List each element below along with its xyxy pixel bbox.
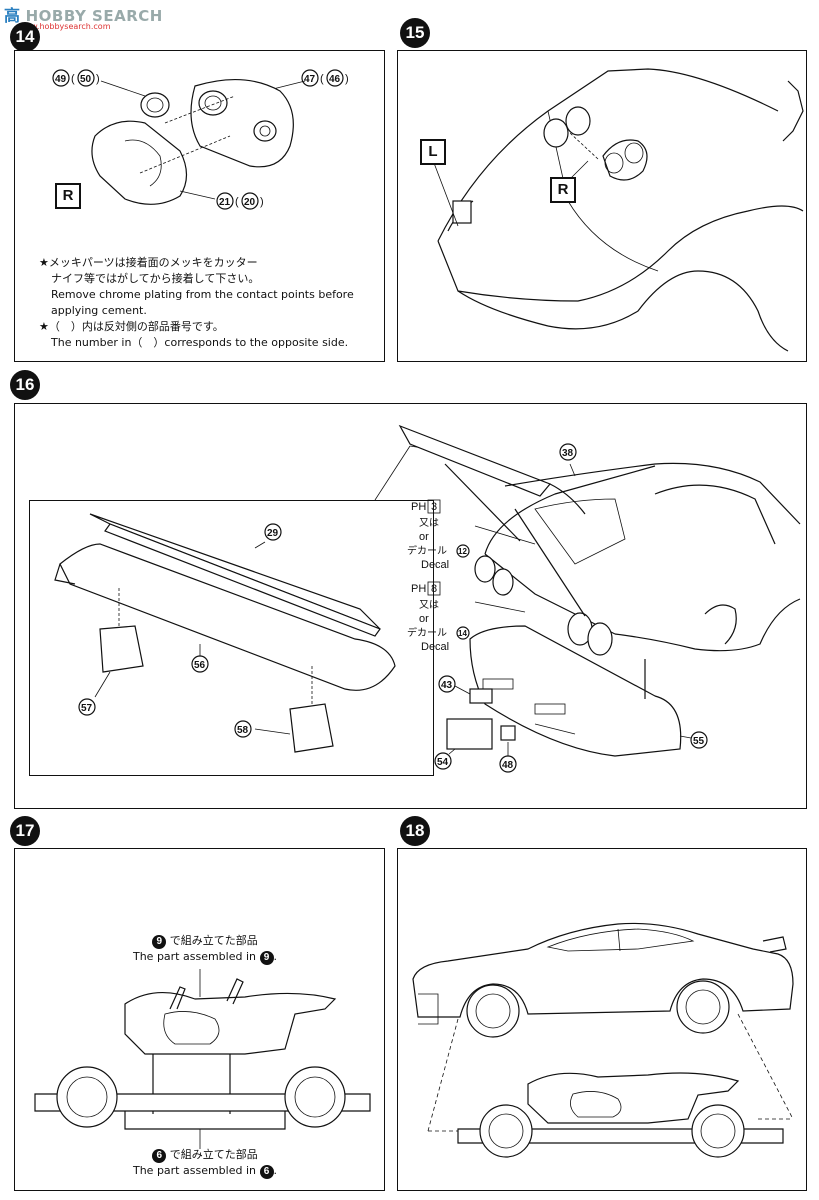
part-50-label: 50 [80,74,92,85]
step-15-badge: 15 [400,18,430,48]
watermark-brand: HOBBY SEARCH [25,7,163,25]
part-43-label: 43 [441,680,453,691]
callout-a-or-en: or [419,531,429,543]
bottom-caption-en: The part assembled in [132,1164,256,1177]
ref-step-9-badge: 9 [152,935,167,949]
note-line-6: The number in（ ）corresponds to the oppos… [51,336,349,349]
callout-b-or-jp: 又は [419,599,439,611]
part-47-label: 47 [304,74,316,85]
note-line-5: ★（ ）内は反対側の部品番号です。 [39,320,224,333]
part-29-label: 29 [267,528,279,539]
step-16-illustration: 29 56 57 58 [54,424,801,773]
step-14-panel: 49 ( 50 ) 47 ( 46 ) 21 ( 20 ) [14,50,385,362]
part-20-label: 20 [244,197,256,208]
svg-text:(: ( [235,196,239,208]
svg-text:(: ( [320,73,324,85]
note-line-4: applying cement. [51,304,147,317]
step-18-badge: 18 [400,816,430,846]
top-caption-en: The part assembled in [132,950,256,963]
callout-b-ph-num: 8 [431,583,437,595]
watermark-url: www.hobbysearch.com [18,22,111,31]
part-55-label: 55 [693,736,705,747]
bottom-caption-jp: で組み立てた部品 [169,1148,258,1161]
callout-a-or-jp: 又は [419,517,439,529]
step-16-badge: 16 [10,370,40,400]
step-17-bottom-caption: 6 で組み立てた部品 The part assembled in 6. [132,1148,277,1179]
part-48-label: 48 [502,760,514,771]
side-label-r: R [55,183,81,209]
svg-text:): ) [345,73,349,85]
callout-a-ph: PH [411,501,426,513]
step-17-top-caption: 9 で組み立てた部品 The part assembled in 9. [132,934,277,965]
part-58-label: 58 [237,725,249,736]
note-line-1: ★メッキパーツは接着面のメッキをカッター [39,256,258,269]
step-15-illustration [433,68,804,352]
ref-step-6-badge-en: 6 [259,1165,274,1179]
callout-a-decal-num: 12 [458,547,467,556]
step-17-panel: 9 で組み立てた部品 The part assembled in 9. 6 で組… [14,848,385,1191]
step-18-illustration [412,922,794,1158]
part-46-label: 46 [329,74,341,85]
ref-step-9-badge-en: 9 [259,951,274,965]
callout-a-ph-num: 3 [431,501,437,513]
top-caption-jp: で組み立てた部品 [169,934,258,947]
part-38-label: 38 [562,448,574,459]
callout-b-decal-jp: デカール [407,626,447,639]
callout-a-decal-jp: デカール [407,544,447,557]
part-21-label: 21 [219,197,231,208]
callout-b-decal-en: Decal [421,641,449,653]
callout-b-or-en: or [419,613,429,625]
step-14-badge: 14 [10,22,40,52]
step-16-panel: 29 56 57 58 [14,403,807,809]
step-14-illustration: 49 ( 50 ) 47 ( 46 ) 21 ( 20 ) [52,69,349,210]
svg-text:): ) [96,73,100,85]
ref-step-6-badge: 6 [152,1149,167,1163]
step-14-note: ★メッキパーツは接着面のメッキをカッター ナイフ等ではがしてから接着して下さい。… [39,255,354,351]
side-label-r-15: R [550,177,576,203]
watermark-logo: 高 [4,6,21,25]
callout-b-decal-num: 14 [458,629,467,638]
note-line-2: ナイフ等ではがしてから接着して下さい。 [51,272,260,285]
note-line-3: Remove chrome plating from the contact p… [51,288,354,301]
side-label-l: L [420,139,446,165]
part-57-label: 57 [81,703,93,714]
part-56-label: 56 [194,660,206,671]
svg-text:(: ( [71,73,75,85]
part-54-label: 54 [437,757,449,768]
callout-b-ph: PH [411,583,426,595]
svg-text:): ) [260,196,264,208]
step-18-panel [397,848,807,1191]
step-17-badge: 17 [10,816,40,846]
part-49-label: 49 [55,74,67,85]
callout-a-decal-en: Decal [421,559,449,571]
step-15-panel: L R [397,50,807,362]
watermark: 高 HOBBY SEARCH www.hobbysearch.com [4,2,163,31]
step-17-illustration [34,969,371,1149]
